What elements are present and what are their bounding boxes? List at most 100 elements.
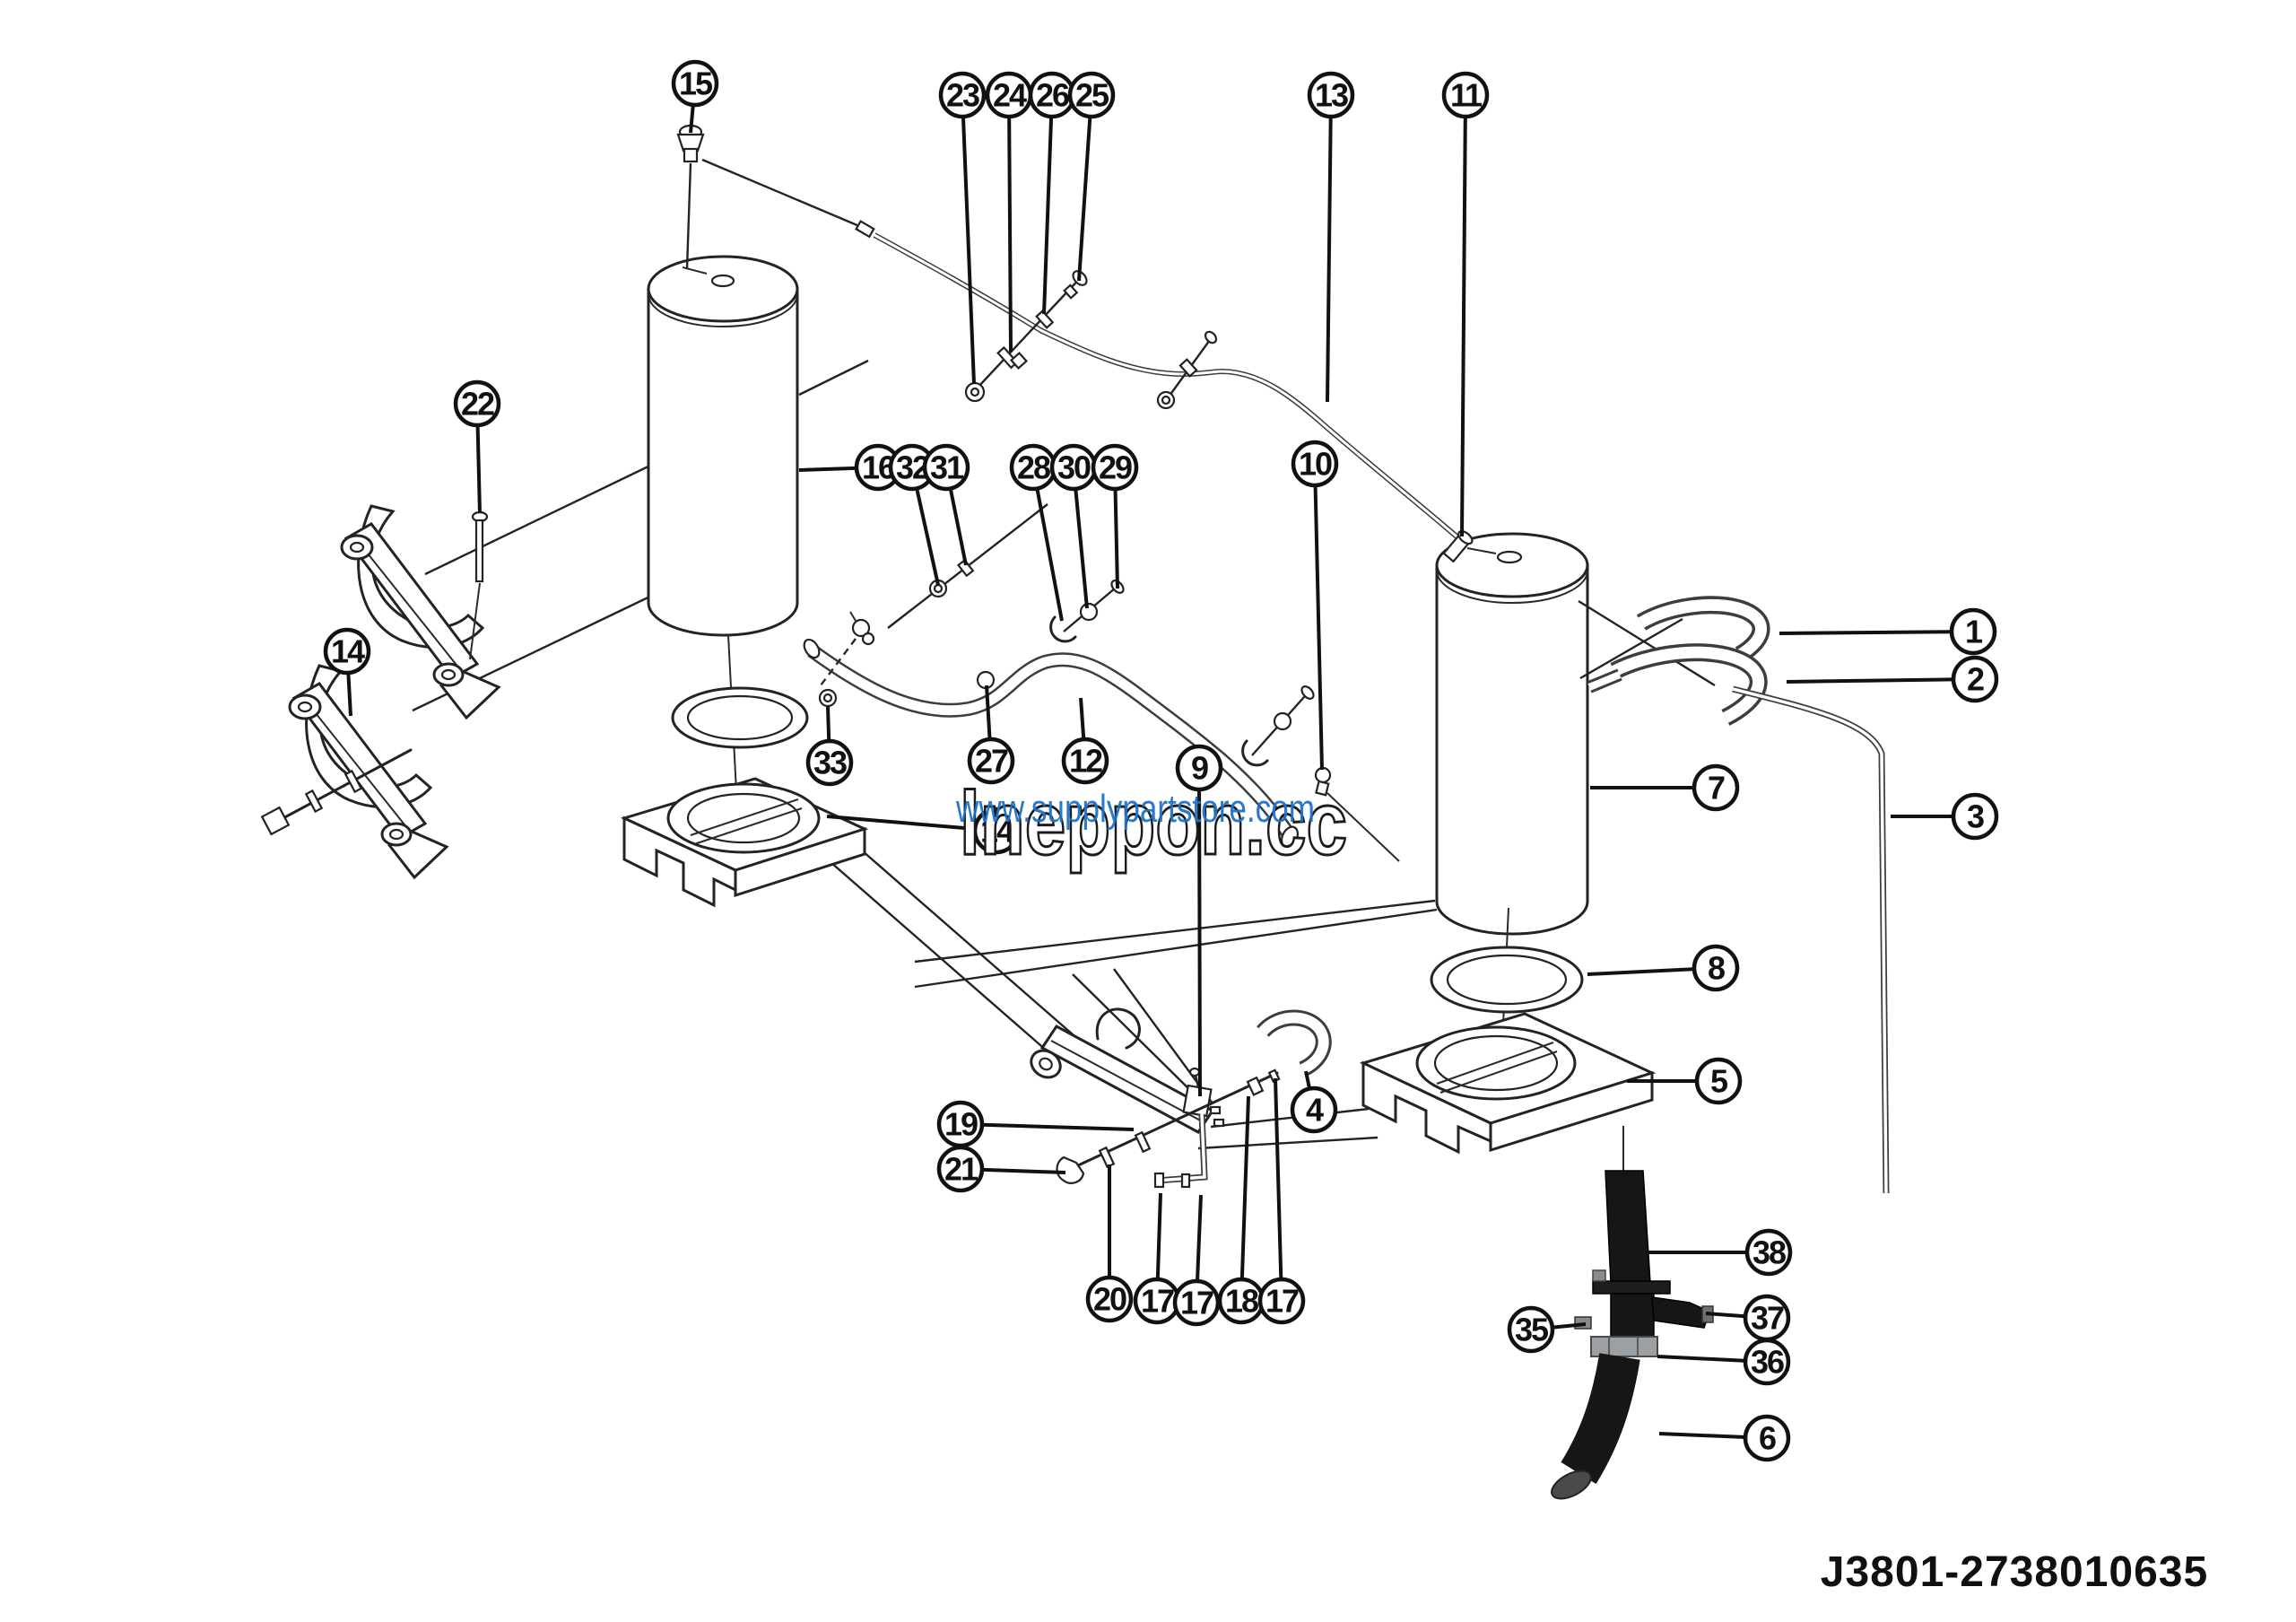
svg-text:9: 9: [1191, 750, 1208, 787]
callout-35: 35: [1507, 1305, 1587, 1354]
svg-text:28: 28: [1017, 449, 1050, 486]
callout-37: 37: [1705, 1294, 1791, 1342]
svg-text:5: 5: [1710, 1063, 1728, 1100]
part-number: J3801-2738010635: [1821, 1548, 2208, 1596]
svg-text:22: 22: [461, 386, 494, 423]
callout-20: 20: [1085, 1164, 1134, 1323]
callout-13: 13: [1307, 71, 1355, 403]
z-pipe: [803, 638, 1300, 849]
svg-text:2: 2: [1967, 661, 1984, 698]
svg-text:17: 17: [1180, 1285, 1213, 1321]
callout-1: 1: [1779, 607, 1997, 656]
bracket-bolt-pin: [469, 510, 489, 660]
line-fastener-set-mid: [1156, 330, 1218, 410]
svg-text:30: 30: [1057, 449, 1091, 486]
stud-rod: [887, 503, 1048, 629]
line-fastener-set-upper: [964, 270, 1088, 403]
upper-air-line: [676, 124, 1474, 563]
pipe-clamp-set-right: [1241, 685, 1315, 767]
left-tank-port: [710, 274, 735, 288]
callout-17: 17: [1133, 1192, 1181, 1325]
callout-24: 24: [985, 71, 1033, 353]
callout-11: 11: [1441, 71, 1490, 537]
svg-text:18: 18: [1225, 1283, 1258, 1320]
svg-text:7: 7: [1708, 770, 1725, 807]
svg-text:25: 25: [1075, 77, 1109, 114]
callout-38: 38: [1647, 1228, 1793, 1277]
right-tank-oring: [1430, 907, 1584, 1104]
callout-3: 3: [1891, 792, 1999, 841]
callout-4: 4: [1290, 1070, 1338, 1134]
svg-text:31: 31: [930, 449, 964, 486]
callout-16: 16: [798, 443, 902, 492]
svg-text:6: 6: [1759, 1420, 1776, 1457]
cradle-bracket-lower: [288, 664, 449, 880]
saddle-clamp-lower: [1587, 643, 1768, 726]
callout-29: 29: [1091, 443, 1139, 589]
callout-15: 15: [671, 59, 719, 134]
svg-text:15: 15: [679, 65, 713, 102]
callout-10: 10: [1291, 440, 1339, 771]
hose-assembly: [1551, 1126, 1714, 1500]
callout-36: 36: [1657, 1338, 1791, 1386]
right-tank: [1435, 532, 1589, 936]
svg-text:19: 19: [944, 1106, 978, 1143]
callout-26: 26: [1028, 71, 1076, 315]
hose-upper-tube: [1605, 1170, 1651, 1284]
svg-text:27: 27: [975, 743, 1008, 780]
left-tank: [647, 255, 799, 637]
svg-text:37: 37: [1751, 1300, 1784, 1337]
saddle-clamp-upper: [1578, 596, 1770, 687]
svg-text:12: 12: [1069, 743, 1102, 780]
svg-text:36: 36: [1751, 1344, 1784, 1381]
callout-14: 14: [826, 807, 1021, 855]
callout-27: 27: [967, 685, 1015, 785]
callout-17: 17: [1257, 1077, 1306, 1325]
svg-text:13: 13: [1315, 77, 1348, 114]
callout-9: 9: [1175, 744, 1223, 1097]
support-rod: [1732, 685, 1890, 1194]
callout-19: 19: [936, 1100, 1135, 1148]
callout-7: 7: [1590, 763, 1740, 812]
svg-text:35: 35: [1515, 1312, 1549, 1348]
hose-side-connector: [1651, 1296, 1710, 1329]
drain-valve: [676, 124, 705, 270]
svg-text:33: 33: [813, 745, 847, 781]
pipe-clamp-set-left: [1049, 580, 1125, 643]
callout-33: 33: [805, 706, 854, 787]
svg-text:14: 14: [331, 633, 365, 670]
svg-text:17: 17: [1141, 1283, 1174, 1320]
tank-fitting-11: [1442, 530, 1474, 563]
watermark-outline-text: lneppon.cc: [960, 773, 1347, 874]
pigtail-fitting: [817, 611, 875, 708]
right-mount-bracket: [1359, 1012, 1657, 1155]
callout-12: 12: [1061, 697, 1109, 785]
callout-2: 2: [1786, 655, 1999, 703]
svg-text:10: 10: [1299, 446, 1332, 483]
hose-flange: [1592, 1280, 1671, 1295]
svg-text:29: 29: [1099, 449, 1132, 486]
support-bar-assembly: [1030, 1007, 1281, 1189]
svg-text:3: 3: [1967, 798, 1984, 835]
callout-8: 8: [1587, 944, 1740, 992]
callout-25: 25: [1067, 71, 1116, 282]
svg-text:1: 1: [1965, 614, 1983, 650]
left-mount-bracket: [620, 777, 869, 908]
hook-strap: [1257, 1009, 1332, 1077]
svg-text:17: 17: [1265, 1283, 1299, 1320]
callout-31: 31: [922, 443, 970, 566]
callout-21: 21: [936, 1145, 1066, 1193]
line-fitting-10: [1314, 766, 1400, 862]
hose-bend: [1561, 1353, 1640, 1485]
svg-text:4: 4: [1306, 1092, 1324, 1129]
svg-text:24: 24: [993, 77, 1027, 114]
lower-mount-bolt: [260, 748, 413, 836]
hose-clamp: [1590, 1336, 1658, 1357]
svg-text:20: 20: [1093, 1281, 1126, 1318]
callout-6: 6: [1658, 1414, 1791, 1462]
svg-text:21: 21: [944, 1151, 978, 1188]
callout-18: 18: [1217, 1095, 1265, 1325]
